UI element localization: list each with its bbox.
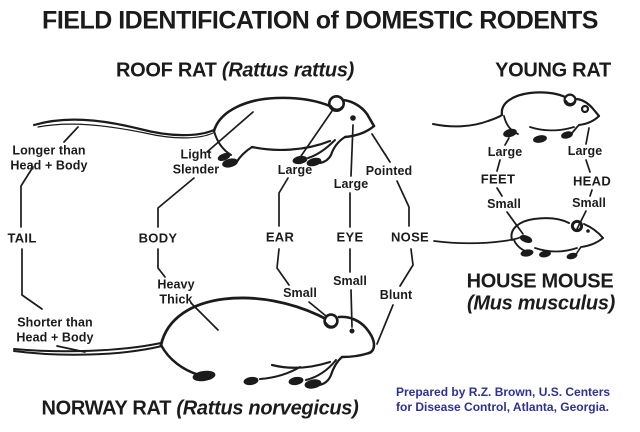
house-mouse-heading: HOUSE MOUSE	[466, 270, 614, 293]
young-rat-drawing	[432, 91, 601, 143]
feature-ear: EAR	[265, 229, 295, 245]
label-young-feet: Large	[487, 144, 523, 159]
feature-eye: EYE	[336, 229, 364, 245]
feature-head: HEAD	[572, 173, 612, 189]
feature-nose: NOSE	[390, 229, 430, 245]
label-mouse-feet: Small	[487, 196, 521, 211]
roof-rat-scientific-name: (Rattus rattus)	[221, 59, 354, 82]
connector-lines	[20, 110, 593, 353]
label-norway-eye: Small	[333, 273, 367, 288]
norway-rat-scientific-name: (Rattus norvegicus)	[176, 397, 359, 420]
roof-rat-name: ROOF RAT	[116, 59, 217, 82]
credit-line1: Prepared by R.Z. Brown, U.S. Centers	[396, 385, 611, 399]
page-title: FIELD IDENTIFICATION of DOMESTIC RODENTS	[42, 6, 598, 35]
feature-feet: FEET	[480, 171, 516, 187]
label-roof-tail: Longer than Head + Body	[10, 144, 87, 173]
label-roof-body: Light Slender	[173, 148, 220, 177]
label-young-head: Large	[567, 143, 603, 158]
label-roof-tail-line1: Longer than	[12, 143, 86, 158]
norway-rat-eye	[349, 328, 355, 334]
label-norway-tail: Shorter than Head + Body	[16, 316, 93, 345]
label-norway-body-line2: Thick	[159, 292, 193, 306]
house-mouse-drawing	[433, 217, 604, 260]
label-norway-tail-line2: Head + Body	[16, 330, 94, 344]
label-norway-ear: Small	[283, 285, 317, 300]
norway-rat-heading: NORWAY RAT (Rattus norvegicus)	[42, 398, 359, 421]
label-roof-body-line1: Light	[180, 147, 212, 162]
feature-tail: TAIL	[7, 230, 37, 246]
label-norway-tail-line1: Shorter than	[17, 315, 93, 330]
feature-body: BODY	[138, 230, 178, 246]
house-mouse-ear	[570, 219, 584, 233]
label-norway-body: Heavy Thick	[157, 278, 194, 307]
label-roof-ear: Large	[277, 162, 313, 177]
norway-rat-name: NORWAY RAT	[41, 397, 172, 420]
credit-text: Prepared by R.Z. Brown, U.S. Centers for…	[396, 385, 610, 415]
credit-line2: for Disease Control, Atlanta, Georgia.	[396, 400, 609, 414]
label-roof-eye: Large	[333, 176, 369, 191]
house-mouse-eye	[586, 229, 590, 233]
label-mouse-head: Small	[572, 195, 606, 210]
label-roof-body-line2: Slender	[172, 162, 220, 176]
roof-rat-heading: ROOF RAT (Rattus rattus)	[116, 60, 354, 83]
young-rat-eye	[580, 104, 590, 114]
label-norway-body-line1: Heavy	[157, 277, 195, 292]
label-roof-tail-line2: Head + Body	[10, 158, 88, 172]
roof-rat-eye	[350, 115, 356, 121]
label-norway-nose: Blunt	[379, 287, 413, 302]
roof-rat-drawing	[32, 95, 376, 168]
house-mouse-scientific-name: (Mus musculus)	[466, 292, 616, 315]
norway-rat-drawing	[13, 296, 376, 389]
young-rat-heading: YOUNG RAT	[495, 59, 611, 82]
label-roof-nose: Pointed	[365, 163, 413, 178]
